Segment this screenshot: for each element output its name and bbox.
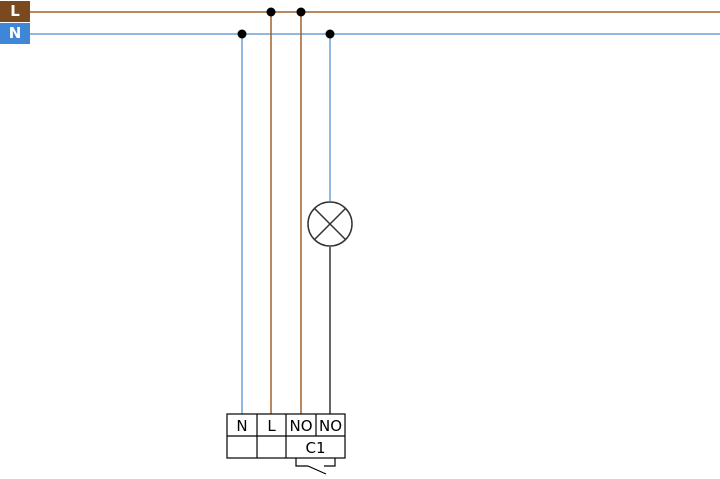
bus-label-l: L [0, 1, 30, 22]
bus-label-n: N [0, 23, 30, 44]
terminal-n-label: N [236, 417, 247, 435]
terminal-no2-label: NO [319, 417, 342, 435]
junction-dot [237, 29, 247, 39]
junction-dot [266, 7, 276, 17]
junction-dot [325, 29, 335, 39]
channel-label: C1 [305, 439, 325, 457]
relay-module: N L NO NO C1 [226, 413, 346, 459]
junction-dot [296, 7, 306, 17]
switch-contact-icon [295, 458, 336, 475]
terminal-l-label: L [267, 417, 276, 435]
lamp-icon [307, 201, 353, 247]
terminal-no1-label: NO [289, 417, 312, 435]
